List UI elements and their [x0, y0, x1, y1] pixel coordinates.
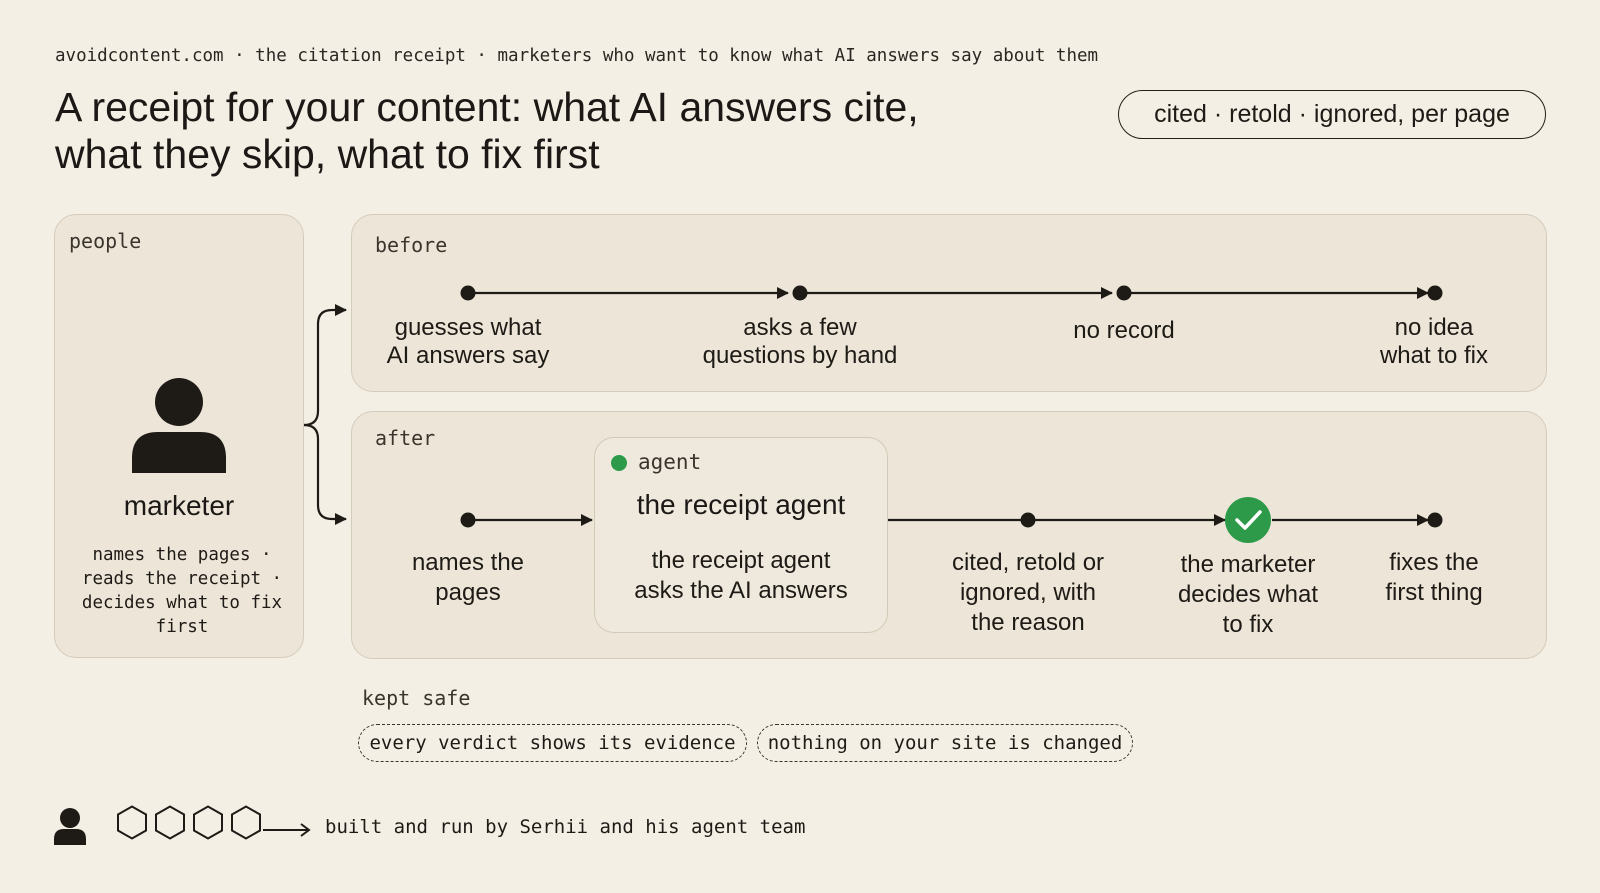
kept-safe-label: kept safe [362, 686, 471, 710]
after-node-2 [1020, 512, 1036, 528]
legend-pill: cited · retold · ignored, per page [1118, 90, 1546, 139]
branch-bracket [303, 304, 347, 525]
kept-safe-chip-evidence: every verdict shows its evidence [358, 724, 747, 762]
kept-safe-chip-unchanged: nothing on your site is changed [757, 724, 1133, 762]
title-line-2: what they skip, what to fix first [55, 131, 600, 177]
hexagon-icon [155, 805, 185, 840]
after-node-1 [460, 512, 476, 528]
title-line-1: A receipt for your content: what AI answ… [55, 84, 919, 130]
people-label: people [69, 229, 142, 253]
marketer-name: marketer [123, 490, 235, 521]
agent-tag: agent [638, 450, 702, 474]
agent-description: the receipt agent asks the AI answers [634, 547, 848, 604]
page-title: A receipt for your content: what AI answ… [55, 84, 1055, 178]
check-icon [1225, 497, 1271, 543]
hexagon-icon [231, 805, 261, 840]
after-node-4 [1427, 512, 1443, 528]
before-label: before [375, 233, 448, 257]
hexagon-icon [117, 805, 147, 840]
hexagon-icon [193, 805, 223, 840]
after-label: after [375, 426, 436, 450]
person-icon [132, 378, 226, 473]
before-node-4 [1427, 285, 1443, 301]
footer-credit: built and run by Serhii and his agent te… [325, 816, 806, 838]
after-timeline [460, 512, 1443, 528]
before-panel [351, 214, 1547, 392]
before-step-3: no record [1073, 317, 1175, 344]
before-node-3 [1116, 285, 1132, 301]
before-node-2 [792, 285, 808, 301]
breadcrumb: avoidcontent.com · the citation receipt … [55, 46, 1099, 66]
before-node-1 [460, 285, 476, 301]
footer-hexagons [117, 805, 261, 840]
agent-box [594, 437, 888, 633]
after-panel [351, 411, 1547, 659]
marketer-description: names the pages · reads the receipt · de… [81, 545, 283, 637]
arrow-right-icon [263, 823, 311, 837]
agent-title: the receipt agent [636, 489, 846, 520]
before-timeline [460, 285, 1443, 301]
agent-status-dot [611, 455, 627, 471]
footer-person-icon [54, 808, 86, 845]
